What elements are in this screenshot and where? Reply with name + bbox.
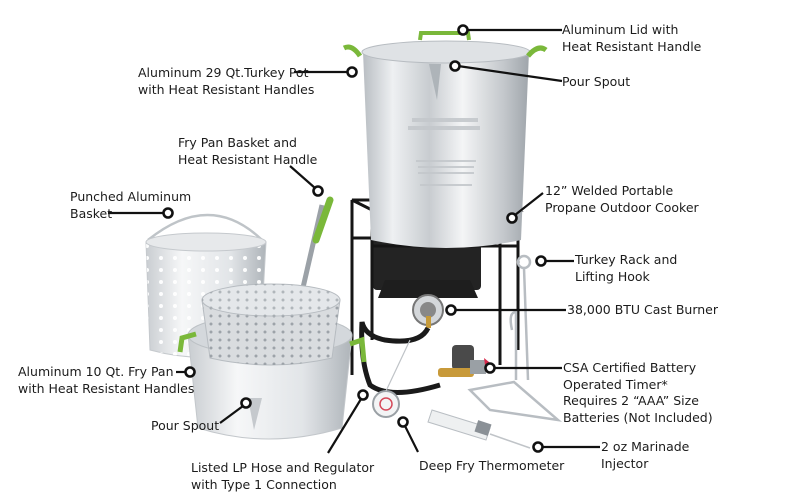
timer	[438, 345, 494, 377]
callout-fry-basket-line2: Heat Resistant Handle	[178, 151, 318, 167]
turkey-rack	[467, 254, 563, 422]
callout-turkey-pot: Aluminum 29 Qt.Turkey Pot with Heat Resi…	[138, 65, 314, 98]
callout-timer: CSA Certified Battery Operated Timer* Re…	[563, 360, 713, 426]
callout-lid: Aluminum Lid with Heat Resistant Handle	[562, 22, 701, 55]
callout-cooker-line1: 12” Welded Portable	[545, 183, 674, 198]
callout-fry-pan-line1: Aluminum 10 Qt. Fry Pan	[18, 364, 174, 379]
callout-cooker-line2: Propane Outdoor Cooker	[545, 199, 699, 215]
turkey-pot	[342, 31, 548, 248]
callout-fry-basket-line1: Fry Pan Basket and	[178, 135, 297, 150]
callout-burner-line1: 38,000 BTU Cast Burner	[567, 302, 718, 317]
callout-pan-spout: Pour Spout	[151, 418, 219, 435]
callout-thermometer-line1: Deep Fry Thermometer	[419, 458, 565, 473]
callout-timer-line3: Requires 2 “AAA” Size	[563, 393, 699, 408]
callout-lid-line2: Heat Resistant Handle	[562, 38, 702, 54]
callout-turkey-rack: Turkey Rack and Lifting Hook	[575, 252, 677, 285]
callout-turkey-pot-line2: with Heat Resistant Handles	[138, 81, 315, 97]
callout-turkey-pot-line1: Aluminum 29 Qt.Turkey Pot	[138, 65, 309, 80]
fry-pan-basket	[201, 196, 341, 366]
callout-hose-line1: Listed LP Hose and Regulator	[191, 460, 375, 475]
callout-injector: 2 oz Marinade Injector	[601, 439, 689, 472]
callout-timer-line1: CSA Certified Battery	[563, 360, 697, 375]
callout-lid-line1: Aluminum Lid with	[562, 22, 679, 37]
callout-timer-line2: Operated Timer*	[563, 376, 668, 392]
callout-burner: 38,000 BTU Cast Burner	[567, 302, 718, 319]
callout-injector-line2: Injector	[601, 455, 649, 471]
callout-punched-basket-line1: Punched Aluminum	[70, 189, 192, 204]
callout-thermometer: Deep Fry Thermometer	[419, 458, 564, 475]
callout-lines	[108, 24, 600, 454]
callout-fry-pan-line2: with Heat Resistant Handles	[18, 380, 195, 396]
callout-timer-line4: Batteries (Not Included)	[563, 409, 713, 425]
cast-burner	[412, 294, 444, 328]
callout-fry-basket: Fry Pan Basket and Heat Resistant Handle	[178, 135, 317, 168]
callout-turkey-rack-line1: Turkey Rack and	[575, 252, 678, 267]
callout-turkey-rack-line2: Lifting Hook	[575, 268, 650, 284]
callout-punched-basket-line2: Basket	[70, 205, 113, 221]
callout-hose-line2: with Type 1 Connection	[191, 476, 337, 492]
callout-pan-spout-line1: Pour Spout	[151, 418, 220, 433]
callout-injector-line1: 2 oz Marinade	[601, 439, 690, 454]
callout-pot-spout-line1: Pour Spout	[562, 74, 631, 89]
callout-pot-spout: Pour Spout	[562, 74, 630, 91]
callout-cooker: 12” Welded Portable Propane Outdoor Cook…	[545, 183, 699, 216]
marinade-injector	[427, 409, 531, 449]
thermometer	[372, 339, 411, 418]
callout-hose: Listed LP Hose and Regulator with Type 1…	[191, 460, 374, 493]
callout-fry-pan: Aluminum 10 Qt. Fry Pan with Heat Resist…	[18, 364, 194, 397]
callout-punched-basket: Punched Aluminum Basket	[70, 189, 191, 222]
